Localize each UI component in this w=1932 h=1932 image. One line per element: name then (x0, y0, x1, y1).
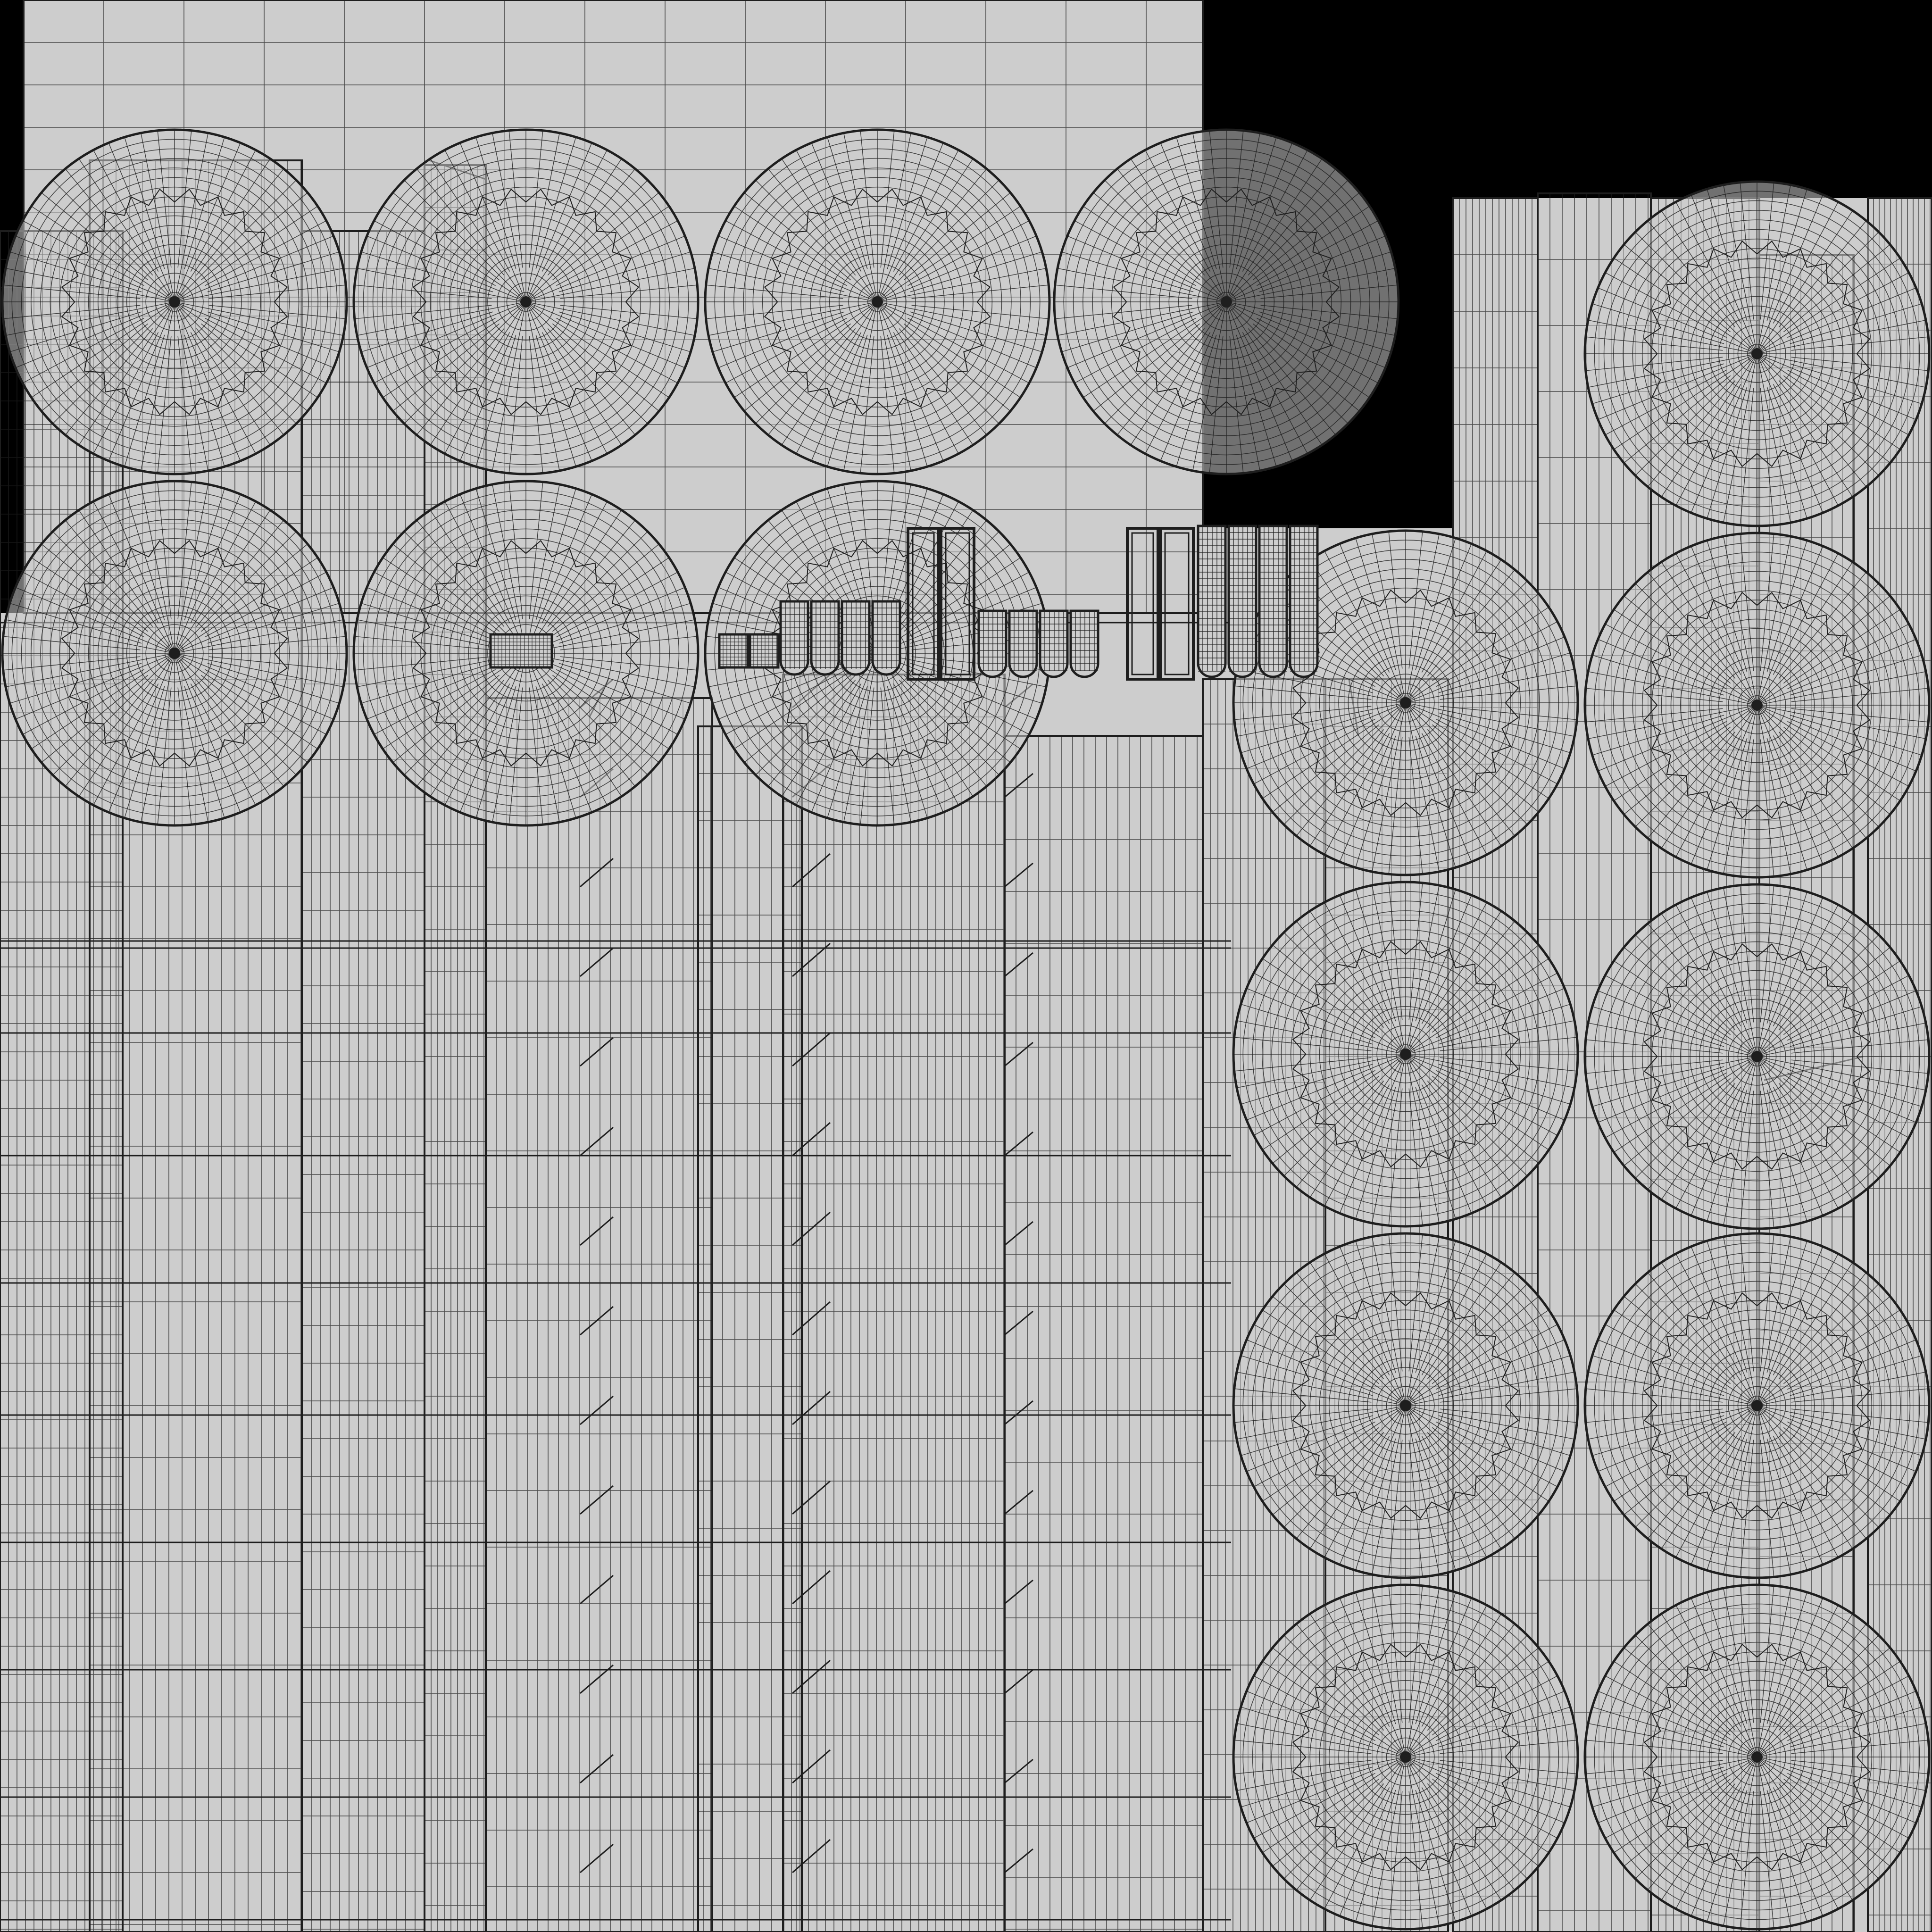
uv-capsule-island (1197, 525, 1227, 678)
uv-capsule-island (1289, 525, 1319, 678)
uv-frame-island (907, 527, 940, 681)
uv-disc-island (1232, 529, 1579, 876)
uv-disc-island (1232, 881, 1579, 1228)
uv-small-islands (489, 525, 1319, 681)
uv-capsule-island (1039, 609, 1069, 678)
uv-box-island (718, 633, 749, 669)
uv-disc-island (1583, 180, 1931, 527)
uv-disc-island (1, 128, 348, 475)
uv-disc-islands (1, 128, 1931, 1931)
uv-disc-island (1583, 883, 1931, 1230)
uv-disc-island (1232, 1232, 1579, 1579)
uv-capsule-island (977, 609, 1008, 678)
uv-disc-island (1583, 1232, 1931, 1579)
uv-disc-island (352, 128, 700, 475)
uv-disc-island (1583, 1583, 1931, 1931)
uv-frame-island (1126, 527, 1159, 681)
uv-capsule-island (1258, 525, 1288, 678)
uv-capsule-island (841, 600, 871, 676)
uv-disc-island (704, 128, 1051, 475)
uv-disc-island (1053, 128, 1400, 475)
uv-frame-island (940, 527, 975, 681)
uv-frame-island (1159, 527, 1195, 681)
uv-capsule-island (810, 600, 840, 676)
uv-capsule-island (871, 600, 901, 676)
uv-box-island (749, 633, 780, 669)
uv-disc-island (1232, 1583, 1579, 1931)
uv-disc-island (1583, 532, 1931, 879)
uv-box-island (489, 633, 553, 669)
uv-capsule-island (1008, 609, 1038, 678)
uv-disc-island (1, 480, 348, 827)
uv-capsule-island (1227, 525, 1257, 678)
uv-capsule-island (779, 600, 809, 676)
uv-capsule-island (1069, 609, 1099, 678)
